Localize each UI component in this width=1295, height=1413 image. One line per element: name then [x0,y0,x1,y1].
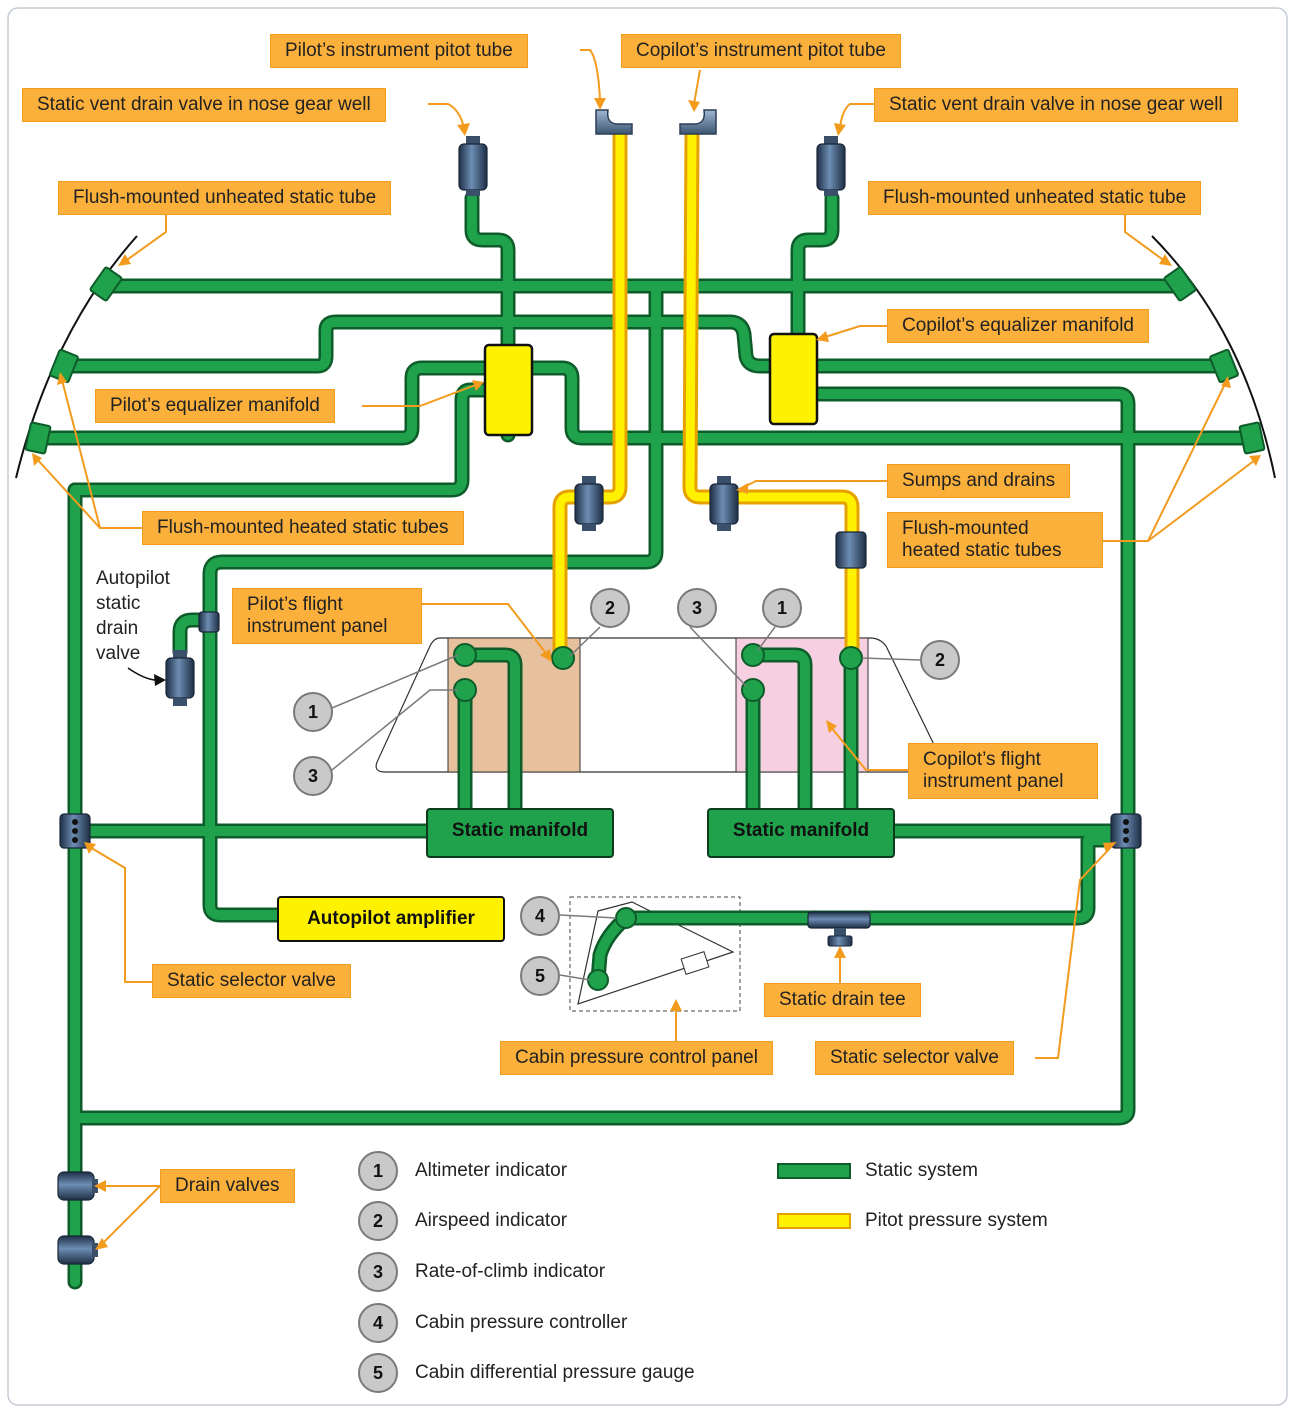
legend-num-4: 4 [358,1303,398,1343]
autopilot-amplifier-box: Autopilot amplifier [277,896,505,942]
leader-arrowheads [32,98,1261,1250]
callout-right-unheated-static: Flush-mounted unheated static tube [868,181,1202,215]
marker-copilot-roc: 3 [677,588,717,628]
valve-copilot-pitot-sump [709,476,739,531]
right-static-selector-valve [1110,813,1142,849]
static-drain-tee [807,911,871,947]
marker-pilot-roc: 3 [293,756,333,796]
legend-label-3: Rate-of-climb indicator [415,1261,606,1282]
static-manifold-right: Static manifold [707,808,895,858]
marker-cabin-diff-gauge: 5 [520,956,560,996]
valve-left-nose-gear [458,136,488,196]
static-line-autopilot-drain [175,615,215,657]
leader-lines [35,49,1256,1247]
marker-copilot-airspeed: 2 [920,640,960,680]
static-line-right-nose-drain [793,193,837,339]
autopilot-drain-arrowhead [154,674,166,686]
static-line-right-main [70,389,1133,1123]
marker-copilot-altimeter: 1 [762,588,802,628]
static-line-pilot-instruments [460,650,520,813]
static-line-copilot-instruments [748,650,856,813]
callout-right-heated-static: Flush-mounted heated static tubes [887,512,1103,568]
legend-pitot-system: Pitot pressure system [865,1210,1048,1231]
callout-left-heated-static: Flush-mounted heated static tubes [142,511,464,545]
autopilot-drain-label: Autopilot static drain valve [96,568,170,664]
right-heated-static-port-lower [1238,421,1266,455]
static-line-left-nose-drain [467,193,513,350]
right-unheated-static-port [1163,266,1197,302]
callout-right-static-vent-drain: Static vent drain valve in nose gear wel… [874,88,1238,122]
legend-label-4: Cabin pressure controller [415,1312,628,1333]
right-heated-static-port-upper [1209,348,1239,384]
copilot-pitot-head [679,109,717,135]
marker-pilot-altimeter: 1 [293,692,333,732]
callout-right-static-selector: Static selector valve [815,1041,1014,1075]
marker-pilot-airspeed: 2 [590,588,630,628]
static-line-center-vertical [205,281,661,920]
left-static-selector-valve [59,813,91,849]
left-heated-static-port-lower [24,421,52,455]
right-static-ports [1163,266,1266,455]
node-copilot-airspeed [839,646,863,670]
node-cabin-diff-gauge [587,969,609,991]
left-static-ports [24,266,123,455]
fuselage-right-arc [1151,235,1276,479]
valve-right-nose-gear [816,136,846,196]
pilot-pitot-head [595,109,633,135]
static-manifold-left: Static manifold [426,808,614,858]
marker-cabin-controller: 4 [520,896,560,936]
callout-copilot-equalizer: Copilot’s equalizer manifold [887,309,1149,343]
fuselage-left-arc [15,235,138,479]
static-line-heated-lower [35,363,1255,443]
callout-cabin-panel: Cabin pressure control panel [500,1041,773,1075]
callout-copilot-panel: Copilot’s flight instrument panel [908,743,1098,799]
callout-static-drain-tee: Static drain tee [764,983,921,1017]
static-line-cabin-to-selector [621,835,1116,923]
number-pointers [331,626,921,981]
callout-pilot-equalizer: Pilot’s equalizer manifold [95,389,335,423]
legend-label-2: Airspeed indicator [415,1210,568,1231]
legend-label-1: Altimeter indicator [415,1160,568,1181]
node-pilot-airspeed [551,646,575,670]
legend-num-5: 5 [358,1353,398,1393]
drain-valve-upper [57,1171,98,1201]
callout-sumps-drains: Sumps and drains [887,464,1071,498]
drain-valve-lower [57,1235,98,1265]
valve-autopilot-static-drain [165,650,195,706]
legend-static-system: Static system [865,1160,978,1181]
copilot-equalizer-manifold [768,332,819,426]
legend-num-1: 1 [358,1151,398,1191]
node-cabin-controller [615,907,637,929]
cabin-panel-window [680,951,710,975]
pitot-line-copilot [685,129,857,660]
static-line-heated-upper-left [61,317,1227,371]
callout-pilot-pitot: Pilot’s instrument pitot tube [270,34,528,68]
left-unheated-static-port [89,266,123,302]
legend-num-3: 3 [358,1252,398,1292]
instrument-nodes [453,643,863,991]
autopilot-line-fitting [198,611,220,633]
legend-label-5: Cabin differential pressure gauge [415,1362,695,1383]
pilot-equalizer-manifold [483,343,534,437]
callout-left-static-vent-drain: Static vent drain valve in nose gear wel… [22,88,386,122]
node-copilot-roc [741,678,765,702]
callout-pilot-panel: Pilot’s flight instrument panel [232,588,422,644]
callout-drain-valves: Drain valves [160,1169,295,1203]
legend-pitot-swatch [777,1213,851,1229]
valve-copilot-pitot-line [835,531,867,569]
callout-copilot-pitot: Copilot’s instrument pitot tube [621,34,901,68]
legend-static-swatch [777,1163,851,1179]
legend-num-2: 2 [358,1201,398,1241]
callout-left-unheated-static: Flush-mounted unheated static tube [58,181,392,215]
cabin-panel-dashed-box [569,896,741,1012]
valve-pilot-pitot-sump [574,476,604,531]
callout-left-static-selector: Static selector valve [152,964,351,998]
node-pilot-altimeter [453,643,477,667]
